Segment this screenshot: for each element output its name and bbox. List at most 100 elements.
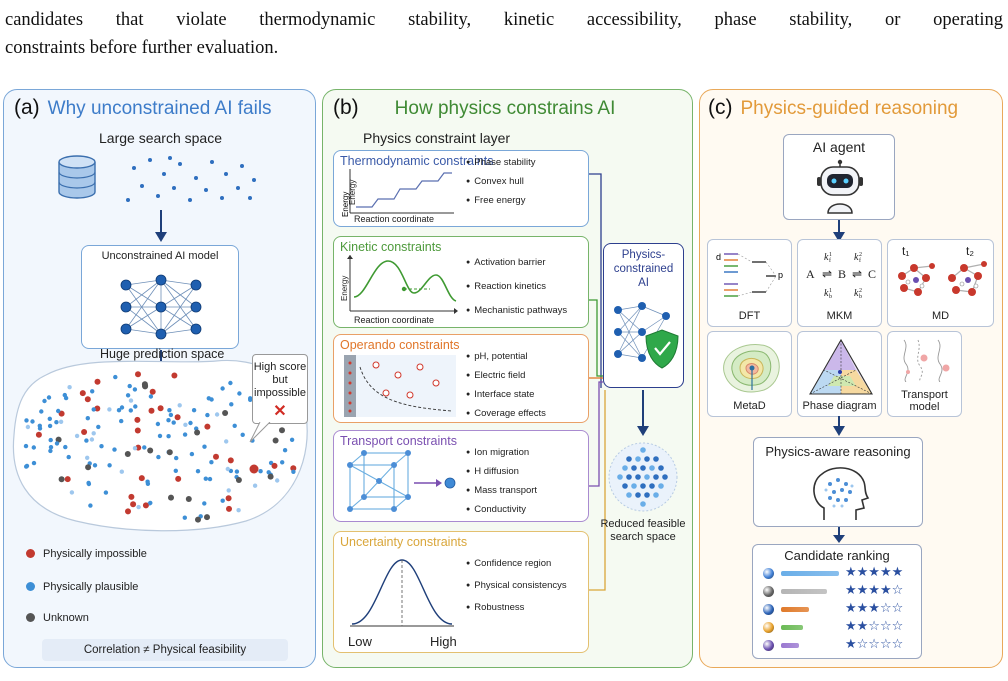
prediction-dot (128, 493, 135, 500)
prediction-dot (128, 398, 134, 403)
prediction-dot (58, 419, 64, 424)
prediction-dot (119, 418, 124, 424)
feasible-dot (631, 465, 637, 471)
uncertainty-items: Confidence region Physical consistencys … (466, 554, 567, 620)
prediction-dot (67, 385, 72, 390)
prediction-dot (35, 431, 42, 438)
reasoning-label: Physics-aware reasoning (765, 444, 911, 459)
tool-phase-diagram: Phase diagram (797, 331, 882, 417)
prediction-dot (157, 405, 164, 412)
prediction-dot (47, 423, 53, 429)
candidate-ranking-box: Candidate ranking ★★★★★★★★★☆★★★☆☆★★☆☆☆★☆… (752, 544, 922, 659)
prediction-dot (168, 412, 174, 418)
tool-mkm-label: MKM (826, 310, 853, 322)
kinetic-constraint-box: Kinetic constraints Reaction coordinate … (333, 236, 589, 328)
search-space-label: Large search space (99, 130, 222, 146)
thermo-ylabel: Energy (348, 179, 357, 205)
prediction-dot (174, 455, 179, 461)
svg-text:b: b (859, 294, 862, 300)
prediction-dot (155, 421, 161, 427)
kinetic-item: Reaction kinetics (466, 277, 567, 301)
kinetic-items: Activation barrier Reaction kinetics Mec… (466, 253, 567, 325)
correlation-footer: Correlation ≠ Physical feasibility (42, 639, 288, 661)
thermo-title: Thermodynamic constraints (340, 154, 494, 168)
prediction-dot (42, 398, 47, 404)
svg-text:Energy: Energy (342, 192, 350, 217)
constraint-layer-title: Physics constraint layer (363, 130, 511, 146)
prediction-dot (148, 500, 153, 506)
prediction-dot (168, 494, 174, 501)
candidate-dot (763, 586, 774, 597)
prediction-dot (213, 453, 219, 460)
tool-metad-label: MetaD (733, 400, 766, 412)
callout-line-2: but (272, 374, 288, 386)
prediction-dot (166, 418, 171, 423)
tool-transport-model: Transport model (887, 331, 962, 417)
svg-text:2: 2 (859, 252, 862, 258)
uncertainty-item: Robustness (466, 598, 567, 620)
svg-text:⇌: ⇌ (852, 267, 862, 281)
prediction-dot (189, 451, 195, 457)
prediction-dot (132, 387, 138, 392)
prediction-dot (214, 412, 220, 417)
prediction-dot (130, 501, 137, 508)
svg-text:1: 1 (829, 252, 832, 258)
prediction-dot (84, 396, 91, 403)
prediction-dot (229, 402, 234, 407)
candidate-stars: ★☆☆☆☆ (845, 637, 904, 652)
arrow-down-1 (155, 210, 167, 242)
prediction-dot (145, 479, 150, 484)
panel-b-title: (b)How physics constrains AI (333, 96, 616, 119)
prediction-dot (185, 496, 192, 502)
prediction-dot (125, 508, 131, 515)
prediction-dot (171, 372, 178, 379)
kinetic-ylabel: Energy (340, 275, 349, 301)
transport-title: Transport constraints (340, 434, 457, 448)
svg-text:k: k (824, 252, 829, 263)
prediction-dot (136, 504, 141, 510)
prediction-dot (134, 416, 141, 423)
prediction-dot (240, 432, 245, 437)
operando-item: Electric field (466, 370, 546, 389)
feasible-dot (640, 465, 646, 471)
candidate-dot (763, 640, 774, 651)
feasible-dot (626, 492, 632, 498)
prediction-dot (272, 437, 279, 444)
prediction-dot (135, 371, 141, 378)
kinetic-item: Mechanistic pathways (466, 301, 567, 325)
prediction-dot (138, 475, 145, 482)
prediction-dot (235, 477, 242, 483)
prediction-dot (194, 429, 201, 436)
feasible-dot (622, 483, 628, 489)
tool-md: t₁ t₂ MD (887, 239, 994, 327)
candidate-score-bar (781, 643, 799, 648)
prediction-dot (23, 443, 29, 449)
uncertainty-item: Confidence region (466, 554, 567, 576)
intro-line-1: candidates that violate thermodynamic st… (5, 10, 1003, 30)
transport-constraint-box: Transport constraints Ion migration H di… (333, 430, 589, 522)
prediction-space-label: Huge prediction space (100, 347, 225, 361)
prediction-dot (37, 423, 42, 428)
prediction-dot (113, 374, 118, 380)
thermo-item: Free energy (466, 195, 536, 214)
prediction-dot (282, 448, 288, 453)
md-t1-label: t₁ (902, 244, 910, 258)
prediction-dot (133, 404, 138, 409)
prediction-dot (275, 478, 280, 483)
intro-text: candidates that violate thermodynamic st… (5, 6, 1003, 62)
prediction-dot (234, 469, 240, 474)
prediction-dot (203, 476, 208, 481)
prediction-dot (224, 439, 229, 444)
prediction-dot (204, 514, 210, 521)
gaussian-plot (350, 559, 454, 627)
prediction-dot (39, 409, 44, 414)
prediction-dot (116, 408, 122, 413)
arrow-down-4 (833, 220, 845, 242)
candidate-stars: ★★☆☆☆ (845, 619, 904, 634)
candidate-dot (763, 604, 774, 615)
ai-agent-label: AI agent (812, 139, 866, 155)
candidate-stars: ★★★☆☆ (845, 601, 904, 616)
feasible-dot (635, 474, 641, 480)
feasible-dot (640, 447, 646, 453)
legend-plausible: Physically plausible (26, 581, 138, 593)
